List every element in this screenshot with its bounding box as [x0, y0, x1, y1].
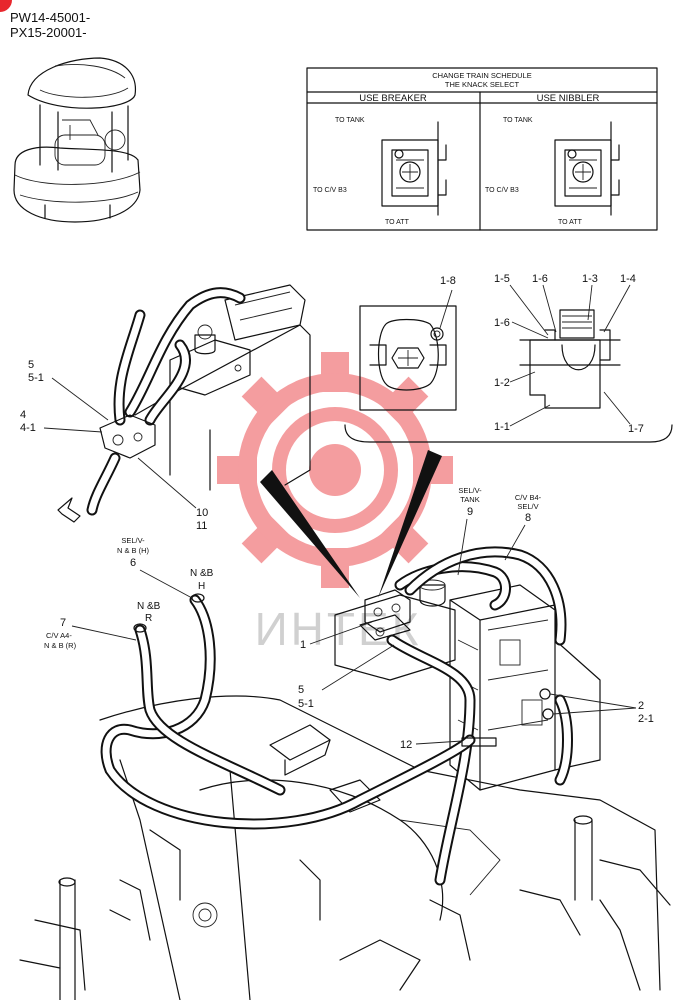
callout-9-label-1: SEL/V- — [458, 486, 482, 495]
callout-1: 1 — [300, 639, 306, 651]
callout-1-7: 1-7 — [628, 423, 644, 435]
callout-8-label-1: C/V B4- — [515, 493, 542, 502]
callout-1-6-left: 1-6 — [494, 317, 510, 329]
callout-1-6-top: 1-6 — [532, 273, 548, 285]
breaker-to-tank: TO TANK — [335, 117, 365, 124]
nibbler-to-att: TO ATT — [558, 219, 583, 226]
col-use-nibbler: USE NIBBLER — [537, 93, 600, 104]
callout-6-label-2: N & B (H) — [117, 546, 150, 555]
change-schedule-table: CHANGE TRAIN SCHEDULE THE KNACK SELECT U… — [306, 67, 658, 231]
schedule-title-1: CHANGE TRAIN SCHEDULE — [432, 71, 531, 80]
upper-left-callouts: 5 5-1 4 4-1 10 11 — [20, 359, 208, 532]
callout-nbh-1: N &B — [190, 568, 214, 579]
callout-7-label-1: C/V A4- — [46, 631, 72, 640]
nibbler-to-tank: TO TANK — [503, 117, 533, 124]
callout-1-5: 1-5 — [494, 273, 510, 285]
callout-5-1-main: 5-1 — [298, 698, 314, 710]
col-use-breaker: USE BREAKER — [359, 93, 427, 104]
callout-nbr-2: R — [145, 613, 152, 624]
callout-7: 7 — [60, 617, 66, 629]
pointer-wedge-right — [378, 450, 442, 598]
callout-1-8: 1-8 — [440, 275, 456, 287]
callout-11: 11 — [196, 520, 207, 532]
callout-4-1: 4-1 — [20, 422, 36, 434]
machine-thumbnail — [13, 57, 141, 223]
callout-5-main: 5 — [298, 684, 304, 696]
callout-8-label-2: SEL/V — [517, 502, 538, 511]
callout-8: 8 — [525, 512, 531, 524]
callout-6-label-1: SEL/V- — [121, 536, 145, 545]
callout-12: 12 — [400, 739, 412, 751]
corner-badge — [0, 0, 12, 12]
callout-9: 9 — [467, 506, 473, 518]
tank-valve-assembly — [57, 284, 311, 523]
main-machine-body — [19, 546, 671, 1000]
callout-1-3: 1-3 — [582, 273, 598, 285]
model-line-2: PX15-20001- — [10, 25, 87, 40]
callout-5-1: 5-1 — [28, 372, 44, 384]
callout-4: 4 — [20, 409, 26, 421]
callout-nbr-1: N &B — [137, 601, 161, 612]
callout-10: 10 — [196, 507, 208, 519]
breaker-to-cv-b3: TO C/V B3 — [313, 187, 347, 194]
callout-1-4: 1-4 — [620, 273, 636, 285]
callout-7-label-2: N & B (R) — [44, 641, 77, 650]
callout-2: 2 — [638, 700, 644, 712]
callout-2-1: 2-1 — [638, 713, 654, 725]
callout-1-1: 1-1 — [494, 421, 510, 433]
schedule-title-2: THE KNACK SELECT — [445, 80, 520, 89]
callout-nbh-2: H — [198, 581, 205, 592]
breaker-to-att: TO ATT — [385, 219, 410, 226]
model-line-1: PW14-45001- — [10, 10, 90, 25]
detail-bubble: 1-8 1-5 1-6 1-3 1-4 1-6 1-2 1-1 1-7 — [344, 273, 673, 443]
nibbler-to-cv-b3: TO C/V B3 — [485, 187, 519, 194]
pointer-wedge-left — [260, 470, 360, 598]
callout-5: 5 — [28, 359, 34, 371]
watermark-gear-icon — [217, 352, 453, 588]
main-callouts: SEL/V- N & B (H) 6 N &B H N &B R 7 C/V A… — [44, 486, 654, 751]
callout-9-label-2: TANK — [460, 495, 479, 504]
callout-6: 6 — [130, 557, 136, 569]
callout-1-2: 1-2 — [494, 377, 510, 389]
